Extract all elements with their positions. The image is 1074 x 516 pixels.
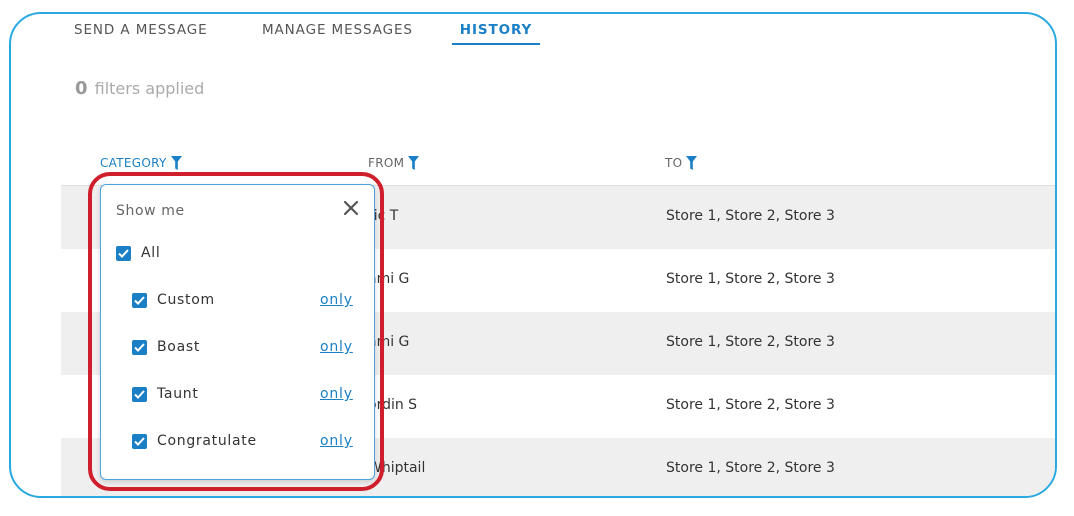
row-to: Store 1, Store 2, Store 3 <box>666 397 835 413</box>
filter-icon[interactable] <box>170 156 182 170</box>
row-to: Store 1, Store 2, Store 3 <box>666 334 835 350</box>
column-header-from: FROM <box>368 156 420 170</box>
column-label-category: CATEGORY <box>100 156 167 170</box>
filter-option-congratulate[interactable]: Congratulate <box>132 433 257 449</box>
only-link-congratulate[interactable]: only <box>320 433 353 449</box>
tab-bar: SEND A MESSAGE MANAGE MESSAGES HISTORY <box>11 14 1055 45</box>
row-to: Store 1, Store 2, Store 3 <box>666 460 835 476</box>
filter-icon[interactable] <box>686 156 698 170</box>
filter-option-label: All <box>141 245 161 261</box>
filter-option-custom[interactable]: Custom <box>132 292 215 308</box>
tab-history[interactable]: HISTORY <box>452 22 540 45</box>
filter-icon[interactable] <box>408 156 420 170</box>
filters-count: 0 <box>75 78 88 99</box>
checkbox-checked-icon[interactable] <box>132 386 147 402</box>
close-icon[interactable] <box>342 199 360 217</box>
checkbox-checked-icon[interactable] <box>116 245 131 261</box>
filter-option-boast[interactable]: Boast <box>132 339 200 355</box>
tab-send-a-message[interactable]: SEND A MESSAGE <box>74 22 208 38</box>
checkbox-checked-icon[interactable] <box>132 339 147 355</box>
tab-manage-messages[interactable]: MANAGE MESSAGES <box>262 22 413 38</box>
column-label-to: TO <box>665 156 683 170</box>
only-link-taunt[interactable]: only <box>320 386 353 402</box>
filter-option-label: Congratulate <box>157 433 257 449</box>
filter-option-all[interactable]: All <box>116 245 160 261</box>
filter-option-label: Boast <box>157 339 201 355</box>
row-from: Whiptail <box>368 460 426 476</box>
row-to: Store 1, Store 2, Store 3 <box>666 208 835 224</box>
category-filter-popup: Show me All Custom only Boast only Taunt… <box>100 184 375 480</box>
popup-title: Show me <box>116 203 185 219</box>
filters-label: filters applied <box>94 79 205 98</box>
checkbox-checked-icon[interactable] <box>132 433 147 449</box>
filter-option-label: Custom <box>157 292 215 308</box>
row-to: Store 1, Store 2, Store 3 <box>666 271 835 287</box>
column-label-from: FROM <box>368 156 405 170</box>
table-divider <box>61 185 1055 186</box>
row-from: ami G <box>368 271 410 287</box>
only-link-boast[interactable]: only <box>320 339 353 355</box>
filters-summary: 0 filters applied <box>75 78 204 99</box>
only-link-custom[interactable]: only <box>320 292 353 308</box>
table-row[interactable]: ami G Store 1, Store 2, Store 3 <box>61 249 1055 312</box>
column-header-to: TO <box>665 156 698 170</box>
row-from: ordin S <box>368 397 418 413</box>
filter-option-taunt[interactable]: Taunt <box>132 386 199 402</box>
checkbox-checked-icon[interactable] <box>132 292 147 308</box>
row-from: ami G <box>368 334 410 350</box>
column-header-category: CATEGORY <box>100 156 182 170</box>
filter-option-label: Taunt <box>157 386 199 402</box>
